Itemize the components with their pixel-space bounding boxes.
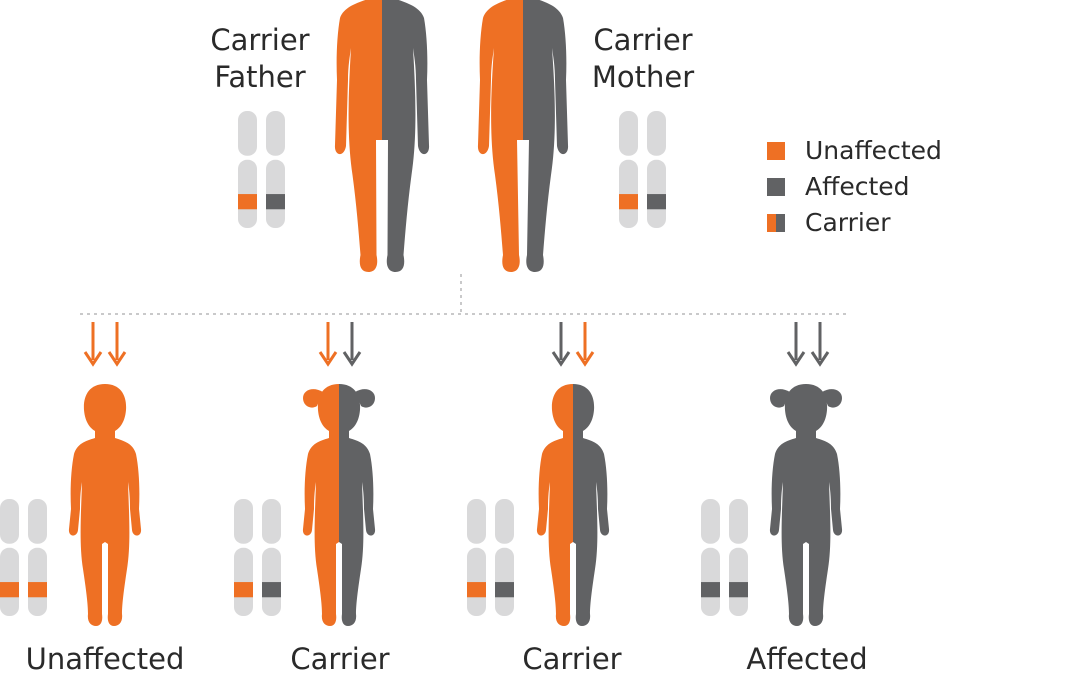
legend-item-unaffected: Unaffected [767, 136, 942, 166]
chromosome [729, 499, 748, 616]
child-label-4: Affected [746, 642, 868, 676]
allele-band [0, 582, 19, 598]
chromosome [262, 499, 281, 616]
allele-band [701, 582, 720, 598]
child-chromosomes-4 [701, 499, 748, 616]
chromosome [619, 111, 638, 228]
mother-label-line-1: Carrier [593, 23, 693, 57]
connector-lines [80, 274, 846, 315]
mother-label: Carrier Mother [578, 22, 708, 96]
legend-label: Affected [805, 172, 910, 201]
allele-band [262, 582, 281, 598]
mother-chromosomes [619, 111, 666, 228]
child-figure-3 [536, 384, 610, 626]
father-chromosomes [238, 111, 285, 228]
child-chromosomes-2 [234, 499, 281, 616]
chromosome [647, 111, 666, 228]
arrow-2-1 [318, 322, 338, 367]
chromosome [266, 111, 285, 228]
allele-band [467, 582, 486, 598]
chromosome [701, 499, 720, 616]
allele-band [266, 194, 285, 210]
legend-label: Unaffected [805, 136, 942, 165]
child-figure-2 [302, 384, 376, 626]
child-label-1: Unaffected [25, 642, 185, 676]
inheritance-arrows [83, 322, 830, 367]
arrow-2-2 [342, 322, 362, 367]
child-chromosomes-1 [0, 499, 47, 616]
affected-swatch-icon [767, 178, 785, 196]
allele-band [495, 582, 514, 598]
allele-band [238, 194, 257, 210]
legend-label: Carrier [805, 208, 891, 237]
arrow-1-2 [107, 322, 127, 367]
chromosome [234, 499, 253, 616]
father-label-line-1: Carrier [210, 23, 310, 57]
chromosome [467, 499, 486, 616]
arrow-1-1 [83, 322, 103, 367]
arrow-3-2 [575, 322, 595, 367]
unaffected-swatch-icon [767, 142, 785, 160]
allele-band [729, 582, 748, 598]
child-figure-1 [68, 384, 142, 626]
allele-band [619, 194, 638, 210]
father-figure [334, 0, 430, 272]
arrow-3-1 [551, 322, 571, 367]
child-chromosomes-3 [467, 499, 514, 616]
chromosome [28, 499, 47, 616]
arrow-4-1 [786, 322, 806, 367]
father-label-line-2: Father [214, 60, 306, 94]
allele-band [28, 582, 47, 598]
allele-band [234, 582, 253, 598]
child-label-2: Carrier [290, 642, 390, 676]
chromosome [0, 499, 19, 616]
father-label: Carrier Father [200, 22, 320, 96]
child-figure-4 [769, 384, 843, 626]
chromosome [495, 499, 514, 616]
chromosome [238, 111, 257, 228]
allele-band [647, 194, 666, 210]
mother-figure [477, 0, 569, 272]
carrier-swatch-icon [767, 214, 785, 232]
legend-item-carrier: Carrier [767, 208, 891, 238]
chromosome-pairs [0, 111, 748, 616]
legend-item-affected: Affected [767, 172, 910, 202]
mother-label-line-2: Mother [591, 60, 695, 94]
arrow-4-2 [810, 322, 830, 367]
figures [68, 0, 843, 626]
child-label-3: Carrier [522, 642, 622, 676]
